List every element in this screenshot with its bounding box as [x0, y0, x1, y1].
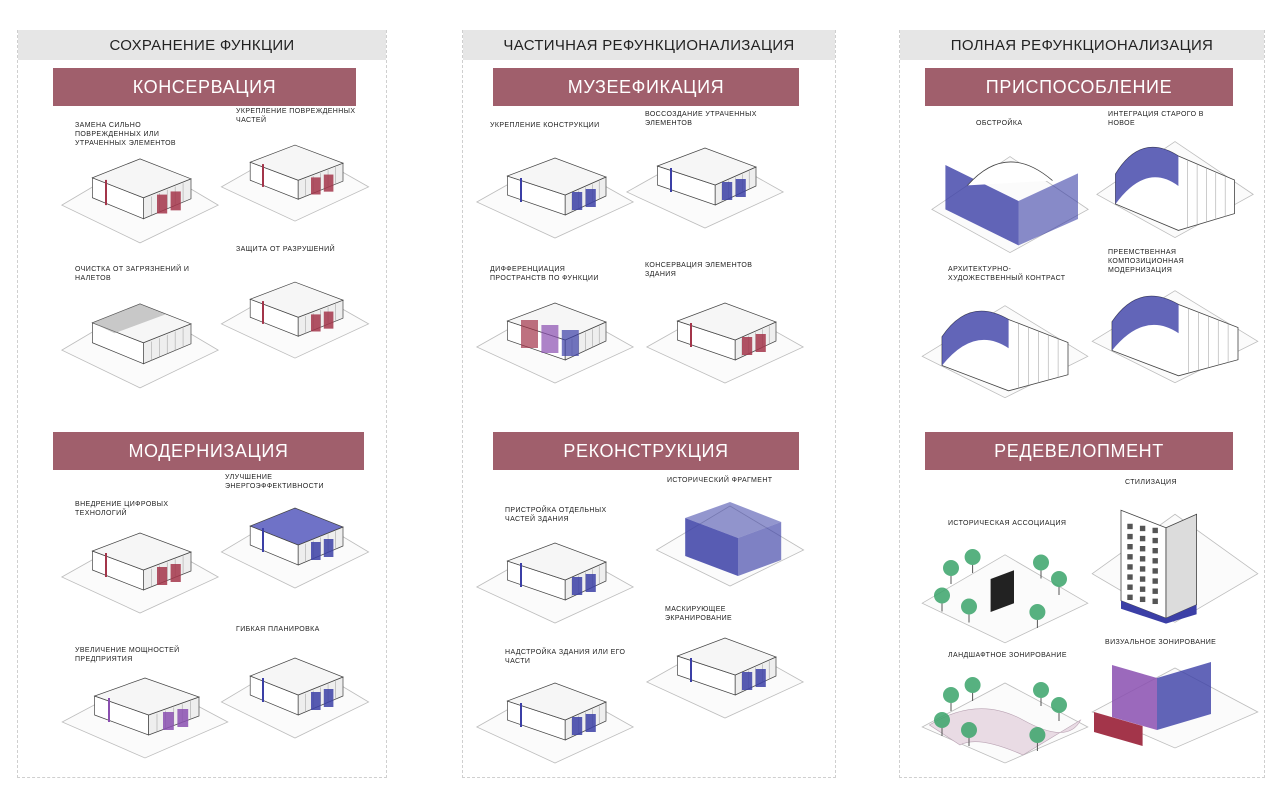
caption: ЛАНДШАФТНОЕ ЗОНИРОВАНИЕ	[948, 652, 1067, 659]
illustration-protection	[215, 265, 375, 360]
caption: ДИФФЕРЕНЦИАЦИЯ ПРОСТРАНСТВ ПО ФУНКЦИИ	[490, 266, 599, 282]
illustration-cleaning	[55, 285, 225, 390]
caption: ОБСТРОЙКА	[976, 120, 1023, 127]
caption: ПРЕЕМСТВЕННАЯ КОМПОЗИЦИОННАЯ МОДЕРНИЗАЦИ…	[1108, 249, 1185, 274]
caption: ЗАМЕНА СИЛЬНО ПОВРЕЖДЕННЫХ ИЛИ УТРАЧЕННЫ…	[75, 122, 176, 147]
section-conservation: КОНСЕРВАЦИЯ	[53, 68, 356, 106]
column-header: ПОЛНАЯ РЕФУНКЦИОНАЛИЗАЦИЯ	[900, 30, 1264, 60]
caption: ВНЕДРЕНИЕ ЦИФРОВЫХ ТЕХНОЛОГИЙ	[75, 501, 169, 517]
illustration-screening	[640, 620, 810, 720]
caption: МАСКИРУЮЩЕЕ ЭКРАНИРОВАНИЕ	[665, 606, 733, 622]
caption: УКРЕПЛЕНИЕ КОНСТРУКЦИИ	[490, 122, 600, 129]
caption: ИСТОРИЧЕСКИЙ ФРАГМЕНТ	[667, 477, 773, 484]
caption: ОЧИСТКА ОТ ЗАГРЯЗНЕНИЙ И НАЛЕТОВ	[75, 266, 190, 282]
caption: ВОССОЗДАНИЕ УТРАЧЕННЫХ ЭЛЕМЕНТОВ	[645, 111, 757, 127]
caption: ПРИСТРОЙКА ОТДЕЛЬНЫХ ЧАСТЕЙ ЗДАНИЯ	[505, 507, 607, 523]
caption: ИНТЕГРАЦИЯ СТАРОГО В НОВОЕ	[1108, 111, 1204, 127]
column-full-refunctionalization: ПОЛНАЯ РЕФУНКЦИОНАЛИЗАЦИЯ	[899, 30, 1265, 778]
illustration-capacity	[55, 660, 235, 760]
caption: ИСТОРИЧЕСКАЯ АССОЦИАЦИЯ	[948, 520, 1067, 527]
caption: УВЕЛИЧЕНИЕ МОЩНОСТЕЙ ПРЕДПРИЯТИЯ	[75, 647, 180, 663]
illustration-association	[915, 535, 1095, 645]
illustration-continuity	[1085, 270, 1265, 385]
column-partial-refunctionalization: ЧАСТИЧНАЯ РЕФУНКЦИОНАЛИЗАЦИЯ	[462, 30, 836, 778]
illustration-superstructure	[470, 665, 640, 765]
illustration-visual-zoning	[1085, 650, 1265, 750]
illustration-stylization	[1085, 490, 1265, 625]
section-museumification: МУЗЕЕФИКАЦИЯ	[493, 68, 799, 106]
illustration-landscape	[915, 665, 1095, 765]
section-modernization: МОДЕРНИЗАЦИЯ	[53, 432, 364, 470]
caption: ЗАЩИТА ОТ РАЗРУШЕНИЙ	[236, 246, 335, 253]
caption: УКРЕПЛЕНИЕ ПОВРЕЖДЕННЫХ ЧАСТЕЙ	[236, 108, 356, 124]
illustration-enclosure	[925, 135, 1095, 255]
caption: КОНСЕРВАЦИЯ ЭЛЕМЕНТОВ ЗДАНИЯ	[645, 262, 753, 278]
illustration-recreation	[620, 130, 790, 230]
section-reconstruction: РЕКОНСТРУКЦИЯ	[493, 432, 799, 470]
illustration-contrast	[915, 285, 1095, 400]
section-adaptation: ПРИСПОСОБЛЕНИЕ	[925, 68, 1233, 106]
section-redevelopment: РЕДЕВЕЛОПМЕНТ	[925, 432, 1233, 470]
illustration-digital	[55, 515, 225, 615]
column-header: СОХРАНЕНИЕ ФУНКЦИИ	[18, 30, 386, 60]
caption: АРХИТЕКТУРНО-ХУДОЖЕСТВЕННЫЙ КОНТРАСТ	[948, 266, 1066, 282]
illustration-extension	[470, 525, 640, 625]
column-header: ЧАСТИЧНАЯ РЕФУНКЦИОНАЛИЗАЦИЯ	[463, 30, 835, 60]
illustration-historic-fragment	[650, 488, 810, 588]
illustration-element-conservation	[640, 285, 810, 385]
illustration-replacement	[55, 140, 225, 245]
caption: ГИБКАЯ ПЛАНИРОВКА	[236, 626, 320, 633]
illustration-energy	[215, 490, 375, 590]
caption: СТИЛИЗАЦИЯ	[1125, 479, 1177, 486]
illustration-integration	[1090, 120, 1260, 240]
column-preservation: СОХРАНЕНИЕ ФУНКЦИИ	[17, 30, 387, 778]
illustration-strengthening	[215, 128, 375, 223]
illustration-flexible	[215, 640, 375, 740]
illustration-structure	[470, 140, 640, 240]
illustration-differentiation	[470, 285, 640, 385]
caption: УЛУЧШЕНИЕ ЭНЕРГОЭФФЕКТИВНОСТИ	[225, 474, 324, 490]
caption: ВИЗУАЛЬНОЕ ЗОНИРОВАНИЕ	[1105, 639, 1217, 646]
caption: НАДСТРОЙКА ЗДАНИЯ ИЛИ ЕГО ЧАСТИ	[505, 649, 626, 665]
